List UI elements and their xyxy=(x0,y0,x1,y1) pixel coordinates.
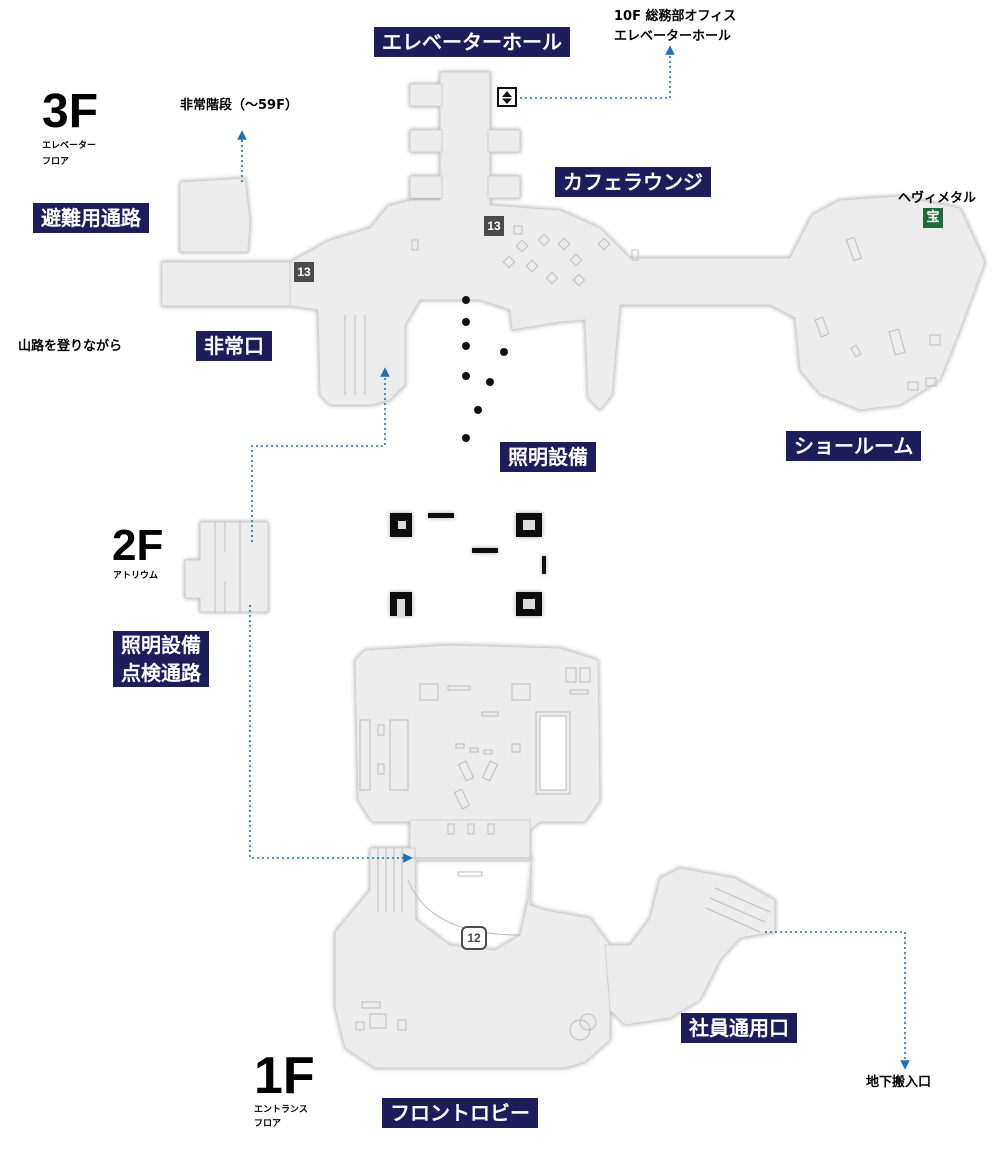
note-basement: 地下搬入口 xyxy=(866,1075,932,1090)
note-10f-office-1: 10F 総務部オフィス xyxy=(614,9,737,24)
elevator-updown-icon xyxy=(497,87,517,107)
route-lines xyxy=(237,45,910,1070)
lighting-dots xyxy=(462,296,508,442)
floor-3f-plan xyxy=(161,71,986,411)
floor-1f-plan xyxy=(334,644,776,1069)
area-label-front-lobby: フロントロビー xyxy=(382,1098,538,1128)
area-label-emergency-exit: 非常口 xyxy=(196,331,272,361)
floor-name-2f: アトリウム xyxy=(113,571,159,581)
area-label-staff-entrance: 社員通用口 xyxy=(681,1013,797,1043)
floor-name-3f-2: フロア xyxy=(42,157,70,167)
area-label-lighting: 照明設備 xyxy=(500,442,596,472)
room-marker-12: 12 xyxy=(461,926,487,950)
note-mountain-path: 山路を登りながら xyxy=(18,339,123,354)
floor-number-1f: 1F xyxy=(254,1047,315,1105)
floor-2f-plan xyxy=(184,521,269,613)
area-label-evac-route: 避難用通路 xyxy=(33,203,149,233)
floor-number-3f: 3F xyxy=(42,85,99,138)
lighting-fixtures xyxy=(390,513,546,616)
floor-name-1f-1: エントランス xyxy=(254,1105,308,1115)
floor-2f-details xyxy=(214,522,241,612)
floor-3f-details xyxy=(344,225,941,395)
area-label-lighting-inspection-1: 照明設備 xyxy=(113,631,209,659)
room-marker-13-left: 13 xyxy=(294,262,314,282)
note-heavy-metal: ヘヴィメタル xyxy=(898,191,977,206)
floor-name-3f-1: エレベーター xyxy=(42,141,97,151)
note-10f-office-2: エレベーターホール xyxy=(614,29,732,44)
floor-name-1f-2: フロア xyxy=(254,1119,282,1129)
area-label-showroom: ショールーム xyxy=(786,431,922,461)
room-marker-13-top: 13 xyxy=(484,216,504,236)
area-label-lighting-inspection-2: 点検通路 xyxy=(113,659,209,687)
treasure-chest-icon: 宝 xyxy=(923,208,943,228)
area-label-cafe-lounge: カフェラウンジ xyxy=(555,167,711,197)
note-emergency-stairs: 非常階段（～59F） xyxy=(180,98,298,113)
area-label-elevator-hall: エレベーターホール xyxy=(374,27,570,57)
floor-number-2f: 2F xyxy=(112,521,164,570)
